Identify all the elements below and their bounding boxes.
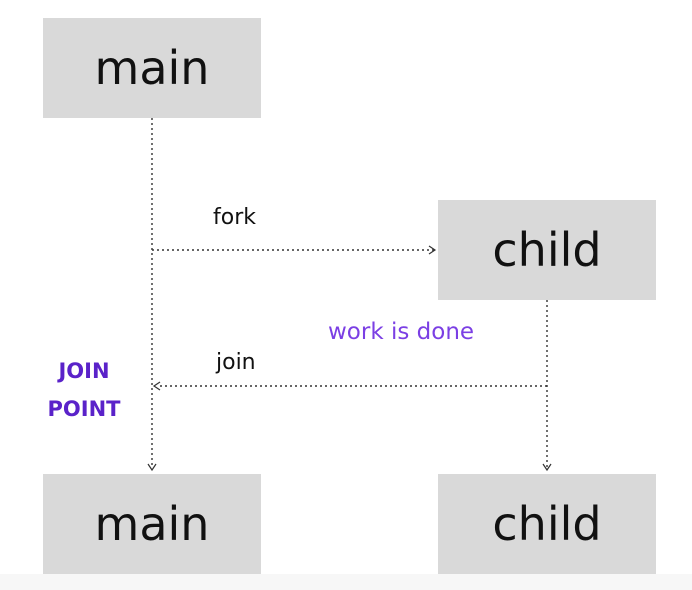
join-point-line-2: POINT xyxy=(47,397,121,421)
join-point-label: JOIN POINT xyxy=(40,352,128,428)
child-thread-box-bottom: child xyxy=(438,474,656,574)
join-arrowhead xyxy=(152,381,161,391)
main-down-arrowhead xyxy=(147,463,157,472)
child-thread-box-top: child xyxy=(438,200,656,300)
fork-arrowhead xyxy=(428,245,437,255)
main-thread-box-top: main xyxy=(43,18,261,118)
main-thread-box-bottom: main xyxy=(43,474,261,574)
fork-label: fork xyxy=(213,205,256,230)
child-down-arrowhead xyxy=(542,463,552,472)
bottom-strip xyxy=(0,574,692,590)
child-thread-label-top: child xyxy=(492,223,602,277)
join-label: join xyxy=(216,350,256,375)
join-point-line-1: JOIN xyxy=(58,359,110,383)
work-done-label: work is done xyxy=(328,319,475,345)
main-thread-label-top: main xyxy=(94,41,210,95)
main-thread-label-bottom: main xyxy=(94,497,210,551)
child-thread-label-bottom: child xyxy=(492,497,602,551)
